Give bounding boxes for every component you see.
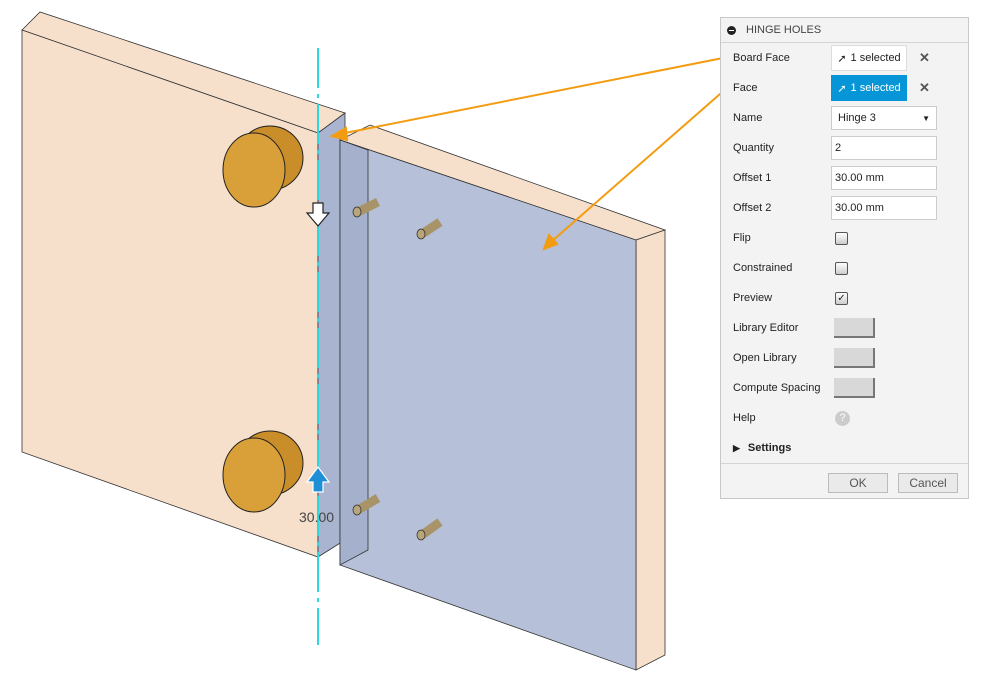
face-callout-arrowhead-icon bbox=[542, 233, 559, 251]
open-library-label: Open Library bbox=[733, 352, 797, 364]
offset1-row: Offset 1 30.00 mm bbox=[733, 165, 937, 191]
chevron-down-icon: ▼ bbox=[922, 113, 930, 123]
board-face-callout bbox=[339, 56, 729, 135]
settings-group[interactable]: ▶ Settings bbox=[733, 435, 791, 461]
preview-row: Preview ✓ bbox=[733, 285, 848, 311]
offset2-row: Offset 2 30.00 mm bbox=[733, 195, 937, 221]
help-row: Help? bbox=[733, 405, 850, 431]
constrained-row: Constrained bbox=[733, 255, 848, 281]
preview-label: Preview bbox=[733, 292, 773, 304]
ok-button[interactable]: OK bbox=[828, 473, 888, 493]
compute-spacing-label: Compute Spacing bbox=[733, 382, 821, 394]
pin bbox=[416, 218, 443, 240]
cursor-icon: ➚ bbox=[837, 82, 847, 95]
panel-header[interactable]: HINGE HOLES bbox=[721, 18, 968, 43]
compute-spacing-button[interactable] bbox=[834, 378, 875, 398]
right-board-side bbox=[635, 229, 666, 671]
name-row: Name Hinge 3 ▼ bbox=[733, 105, 937, 131]
clear-board-face-icon[interactable]: ✕ bbox=[919, 50, 930, 65]
offset-arrow-down-icon[interactable] bbox=[305, 202, 331, 227]
hinge-cup bbox=[222, 430, 304, 513]
right-board-inner-edge bbox=[339, 139, 369, 566]
name-value: Hinge 3 bbox=[838, 112, 876, 124]
constrained-checkbox[interactable] bbox=[835, 261, 848, 275]
clear-face-icon[interactable]: ✕ bbox=[919, 80, 930, 95]
board-face-label: Board Face bbox=[733, 52, 790, 64]
open-library-button[interactable] bbox=[834, 348, 875, 368]
library-editor-button[interactable] bbox=[834, 318, 875, 338]
quantity-row: Quantity 2 bbox=[733, 135, 937, 161]
board-face-selector[interactable]: ➚1 selected bbox=[831, 45, 907, 71]
expand-triangle-icon: ▶ bbox=[733, 442, 740, 453]
preview-checkbox[interactable]: ✓ bbox=[835, 291, 848, 305]
library-editor-label: Library Editor bbox=[733, 322, 799, 334]
face-label: Face bbox=[733, 82, 758, 94]
constrained-label: Constrained bbox=[733, 262, 793, 274]
panel-title: HINGE HOLES bbox=[746, 24, 822, 36]
face-selector[interactable]: ➚1 selected bbox=[831, 75, 907, 101]
quantity-input[interactable]: 2 bbox=[831, 136, 937, 160]
offset2-input[interactable]: 30.00 mm bbox=[831, 196, 937, 220]
library-editor-row: Library Editor bbox=[733, 315, 875, 341]
settings-label: Settings bbox=[747, 442, 792, 454]
flip-label: Flip bbox=[733, 232, 751, 244]
open-library-row: Open Library bbox=[733, 345, 875, 371]
collapse-icon[interactable] bbox=[727, 25, 736, 35]
flip-row: Flip bbox=[733, 225, 848, 251]
pin bbox=[416, 518, 443, 541]
name-label: Name bbox=[733, 112, 763, 124]
offset-arrow-up-icon[interactable] bbox=[305, 465, 331, 493]
board-face-row: Board Face ➚1 selected ✕ bbox=[733, 45, 930, 71]
board-face-callout-arrowhead-icon bbox=[329, 126, 349, 142]
footer-divider bbox=[721, 463, 968, 464]
cancel-button[interactable]: Cancel bbox=[898, 473, 958, 493]
hinge-holes-panel: HINGE HOLES Board Face➚1 selected✕ Face➚… bbox=[720, 17, 969, 499]
offset1-label: Offset 1 bbox=[733, 172, 772, 184]
board-face-value: 1 selected bbox=[850, 52, 901, 64]
name-dropdown[interactable]: Hinge 3 ▼ bbox=[831, 106, 937, 130]
face-row: Face ➚1 selected ✕ bbox=[733, 75, 930, 101]
pin bbox=[352, 197, 381, 218]
pin bbox=[352, 494, 381, 516]
help-icon[interactable]: ? bbox=[835, 410, 850, 426]
flip-checkbox[interactable] bbox=[835, 231, 848, 245]
face-callout bbox=[550, 86, 729, 243]
hinge-cup bbox=[222, 125, 304, 208]
offset2-label: Offset 2 bbox=[733, 202, 772, 214]
compute-spacing-row: Compute Spacing bbox=[733, 375, 875, 401]
face-value: 1 selected bbox=[850, 82, 901, 94]
offset1-input[interactable]: 30.00 mm bbox=[831, 166, 937, 190]
quantity-label: Quantity bbox=[733, 142, 774, 154]
cursor-icon: ➚ bbox=[837, 52, 847, 65]
help-label: Help bbox=[733, 412, 756, 424]
offset-dimension-label[interactable]: 30.00 bbox=[299, 509, 335, 525]
